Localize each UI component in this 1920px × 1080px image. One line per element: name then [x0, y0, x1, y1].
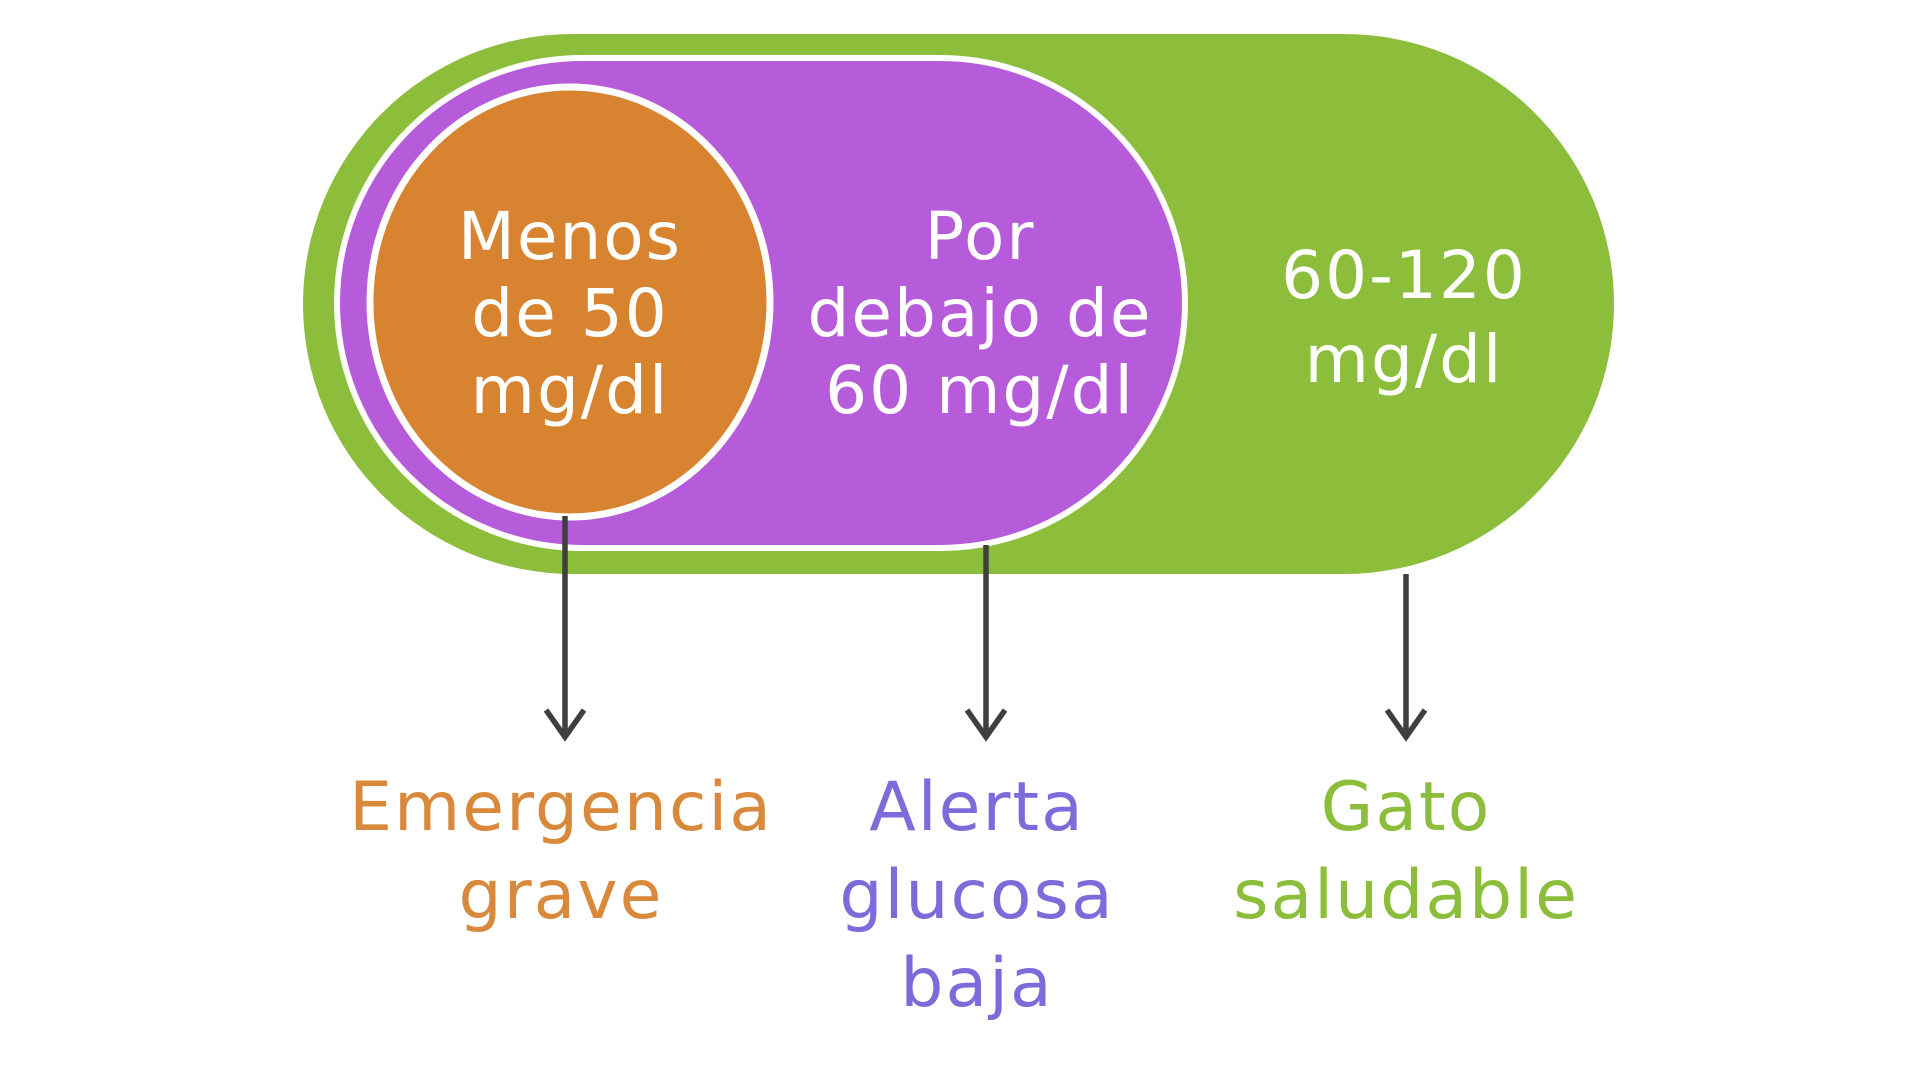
label-line: baja [900, 944, 1054, 1023]
alert-range-text: Por debajo de 60 mg/dl [807, 198, 1152, 429]
emergency-zone-circle [366, 83, 774, 521]
label-line: Alerta [869, 768, 1085, 847]
label-line: glucosa [839, 856, 1115, 935]
alert-zone-label: Alerta glucosa baja [839, 764, 1114, 1028]
label-line: grave [458, 856, 664, 935]
range-line: de 50 [471, 275, 669, 352]
range-line: debajo de [807, 275, 1153, 352]
range-line: 60 mg/dl [825, 352, 1135, 429]
healthy-range-text: 60-120 mg/dl [1281, 234, 1527, 402]
arrow-down-emergency-icon [543, 516, 587, 742]
label-line: Emergencia [349, 768, 773, 847]
label-line: saludable [1233, 856, 1579, 935]
healthy-zone-label: Gato saludable [1233, 764, 1579, 940]
range-line: Por [924, 198, 1036, 275]
label-line: Gato [1320, 768, 1492, 847]
range-line: Menos [457, 198, 683, 275]
emergency-zone-label: Emergencia grave [349, 764, 773, 940]
range-line: 60-120 [1281, 237, 1527, 314]
range-line: mg/dl [1304, 321, 1504, 398]
arrow-down-alert-icon [964, 545, 1008, 742]
emergency-range-text: Menos de 50 mg/dl [458, 198, 682, 429]
range-line: mg/dl [470, 352, 670, 429]
arrow-down-healthy-icon [1384, 574, 1428, 742]
